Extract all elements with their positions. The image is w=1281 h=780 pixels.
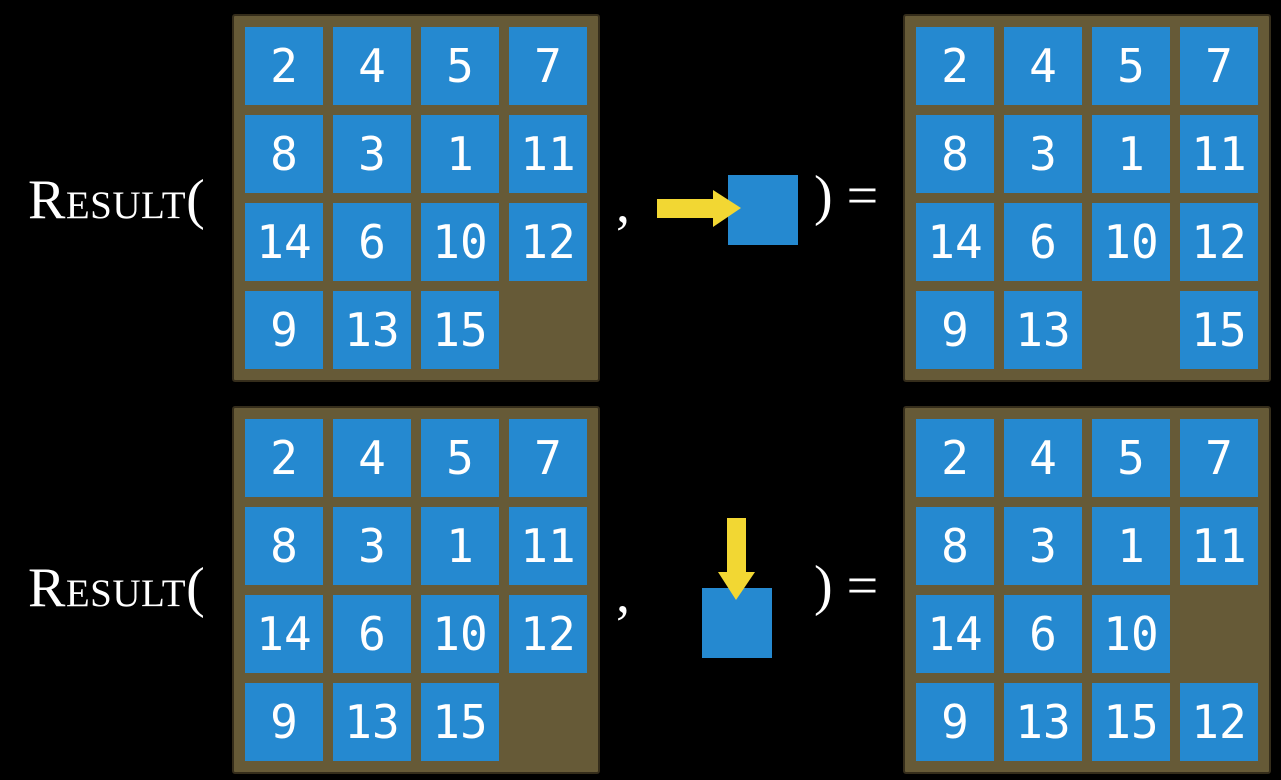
- puzzle-tile-8: 8: [916, 115, 994, 193]
- puzzle-tile-13: 13: [333, 291, 411, 369]
- puzzle-tile-14: 14: [245, 203, 323, 281]
- blank-cell: [1092, 291, 1170, 369]
- puzzle-tile-5: 5: [421, 27, 499, 105]
- equals-sign: =: [846, 555, 879, 617]
- puzzle-tile-9: 9: [245, 291, 323, 369]
- puzzle-tile-11: 11: [1180, 507, 1258, 585]
- blank-cell: [509, 291, 587, 369]
- puzzle-tile-8: 8: [245, 115, 323, 193]
- puzzle-tile-11: 11: [509, 507, 587, 585]
- puzzle-tile-6: 6: [1004, 203, 1082, 281]
- puzzle-tile-15: 15: [1092, 683, 1170, 761]
- puzzle-tile-13: 13: [1004, 291, 1082, 369]
- comma-separator: ,: [616, 173, 630, 235]
- puzzle-tile-3: 3: [1004, 115, 1082, 193]
- puzzle-tile-3: 3: [1004, 507, 1082, 585]
- puzzle-tile-6: 6: [333, 595, 411, 673]
- comma-separator: ,: [616, 563, 630, 625]
- puzzle-tile-10: 10: [421, 595, 499, 673]
- puzzle-tile-4: 4: [333, 27, 411, 105]
- equals-sign: =: [846, 165, 879, 227]
- puzzle-tile-2: 2: [245, 419, 323, 497]
- result-function-label: Result(: [28, 557, 206, 619]
- puzzle-tile-7: 7: [509, 419, 587, 497]
- puzzle-tile-5: 5: [421, 419, 499, 497]
- puzzle-tile-2: 2: [245, 27, 323, 105]
- close-paren: ): [814, 555, 833, 617]
- arrow-head: [718, 572, 755, 600]
- puzzle-tile-15: 15: [1180, 291, 1258, 369]
- puzzle-tile-1: 1: [1092, 115, 1170, 193]
- puzzle-tile-7: 7: [1180, 27, 1258, 105]
- close-paren: ): [814, 165, 833, 227]
- result-function-label: Result(: [28, 169, 206, 231]
- puzzle-tile-10: 10: [421, 203, 499, 281]
- puzzle-tile-11: 11: [509, 115, 587, 193]
- puzzle-tile-2: 2: [916, 419, 994, 497]
- puzzle-tile-2: 2: [916, 27, 994, 105]
- puzzle-tile-1: 1: [421, 507, 499, 585]
- puzzle-tile-15: 15: [421, 683, 499, 761]
- puzzle-tile-13: 13: [1004, 683, 1082, 761]
- puzzle-tile-14: 14: [245, 595, 323, 673]
- puzzle-tile-14: 14: [916, 595, 994, 673]
- puzzle-tile-14: 14: [916, 203, 994, 281]
- puzzle-tile-4: 4: [1004, 27, 1082, 105]
- puzzle-tile-4: 4: [1004, 419, 1082, 497]
- down-arrow-icon: [718, 518, 755, 600]
- puzzle-tile-9: 9: [245, 683, 323, 761]
- puzzle-tile-6: 6: [1004, 595, 1082, 673]
- arrow-shaft: [727, 518, 746, 576]
- puzzle-tile-3: 3: [333, 115, 411, 193]
- puzzle-tile-8: 8: [916, 507, 994, 585]
- puzzle-tile-12: 12: [1180, 683, 1258, 761]
- puzzle-tile-12: 12: [509, 595, 587, 673]
- puzzle-tile-1: 1: [1092, 507, 1170, 585]
- puzzle-tile-12: 12: [509, 203, 587, 281]
- puzzle-tile-3: 3: [333, 507, 411, 585]
- puzzle-tile-8: 8: [245, 507, 323, 585]
- puzzle-tile-15: 15: [421, 291, 499, 369]
- puzzle-tile-10: 10: [1092, 595, 1170, 673]
- puzzle-tile-6: 6: [333, 203, 411, 281]
- puzzle-tile-7: 7: [1180, 419, 1258, 497]
- right-arrow-icon: [657, 190, 741, 227]
- blank-cell: [1180, 595, 1258, 673]
- puzzle-tile-7: 7: [509, 27, 587, 105]
- puzzle-tile-13: 13: [333, 683, 411, 761]
- puzzle-tile-9: 9: [916, 291, 994, 369]
- puzzle-tile-5: 5: [1092, 419, 1170, 497]
- puzzle-tile-4: 4: [333, 419, 411, 497]
- puzzle-tile-1: 1: [421, 115, 499, 193]
- arrow-shaft: [657, 199, 715, 218]
- puzzle-tile-10: 10: [1092, 203, 1170, 281]
- blank-cell: [509, 683, 587, 761]
- puzzle-tile-9: 9: [916, 683, 994, 761]
- puzzle-tile-5: 5: [1092, 27, 1170, 105]
- puzzle-tile-12: 12: [1180, 203, 1258, 281]
- puzzle-tile-11: 11: [1180, 115, 1258, 193]
- arrow-head: [713, 190, 741, 227]
